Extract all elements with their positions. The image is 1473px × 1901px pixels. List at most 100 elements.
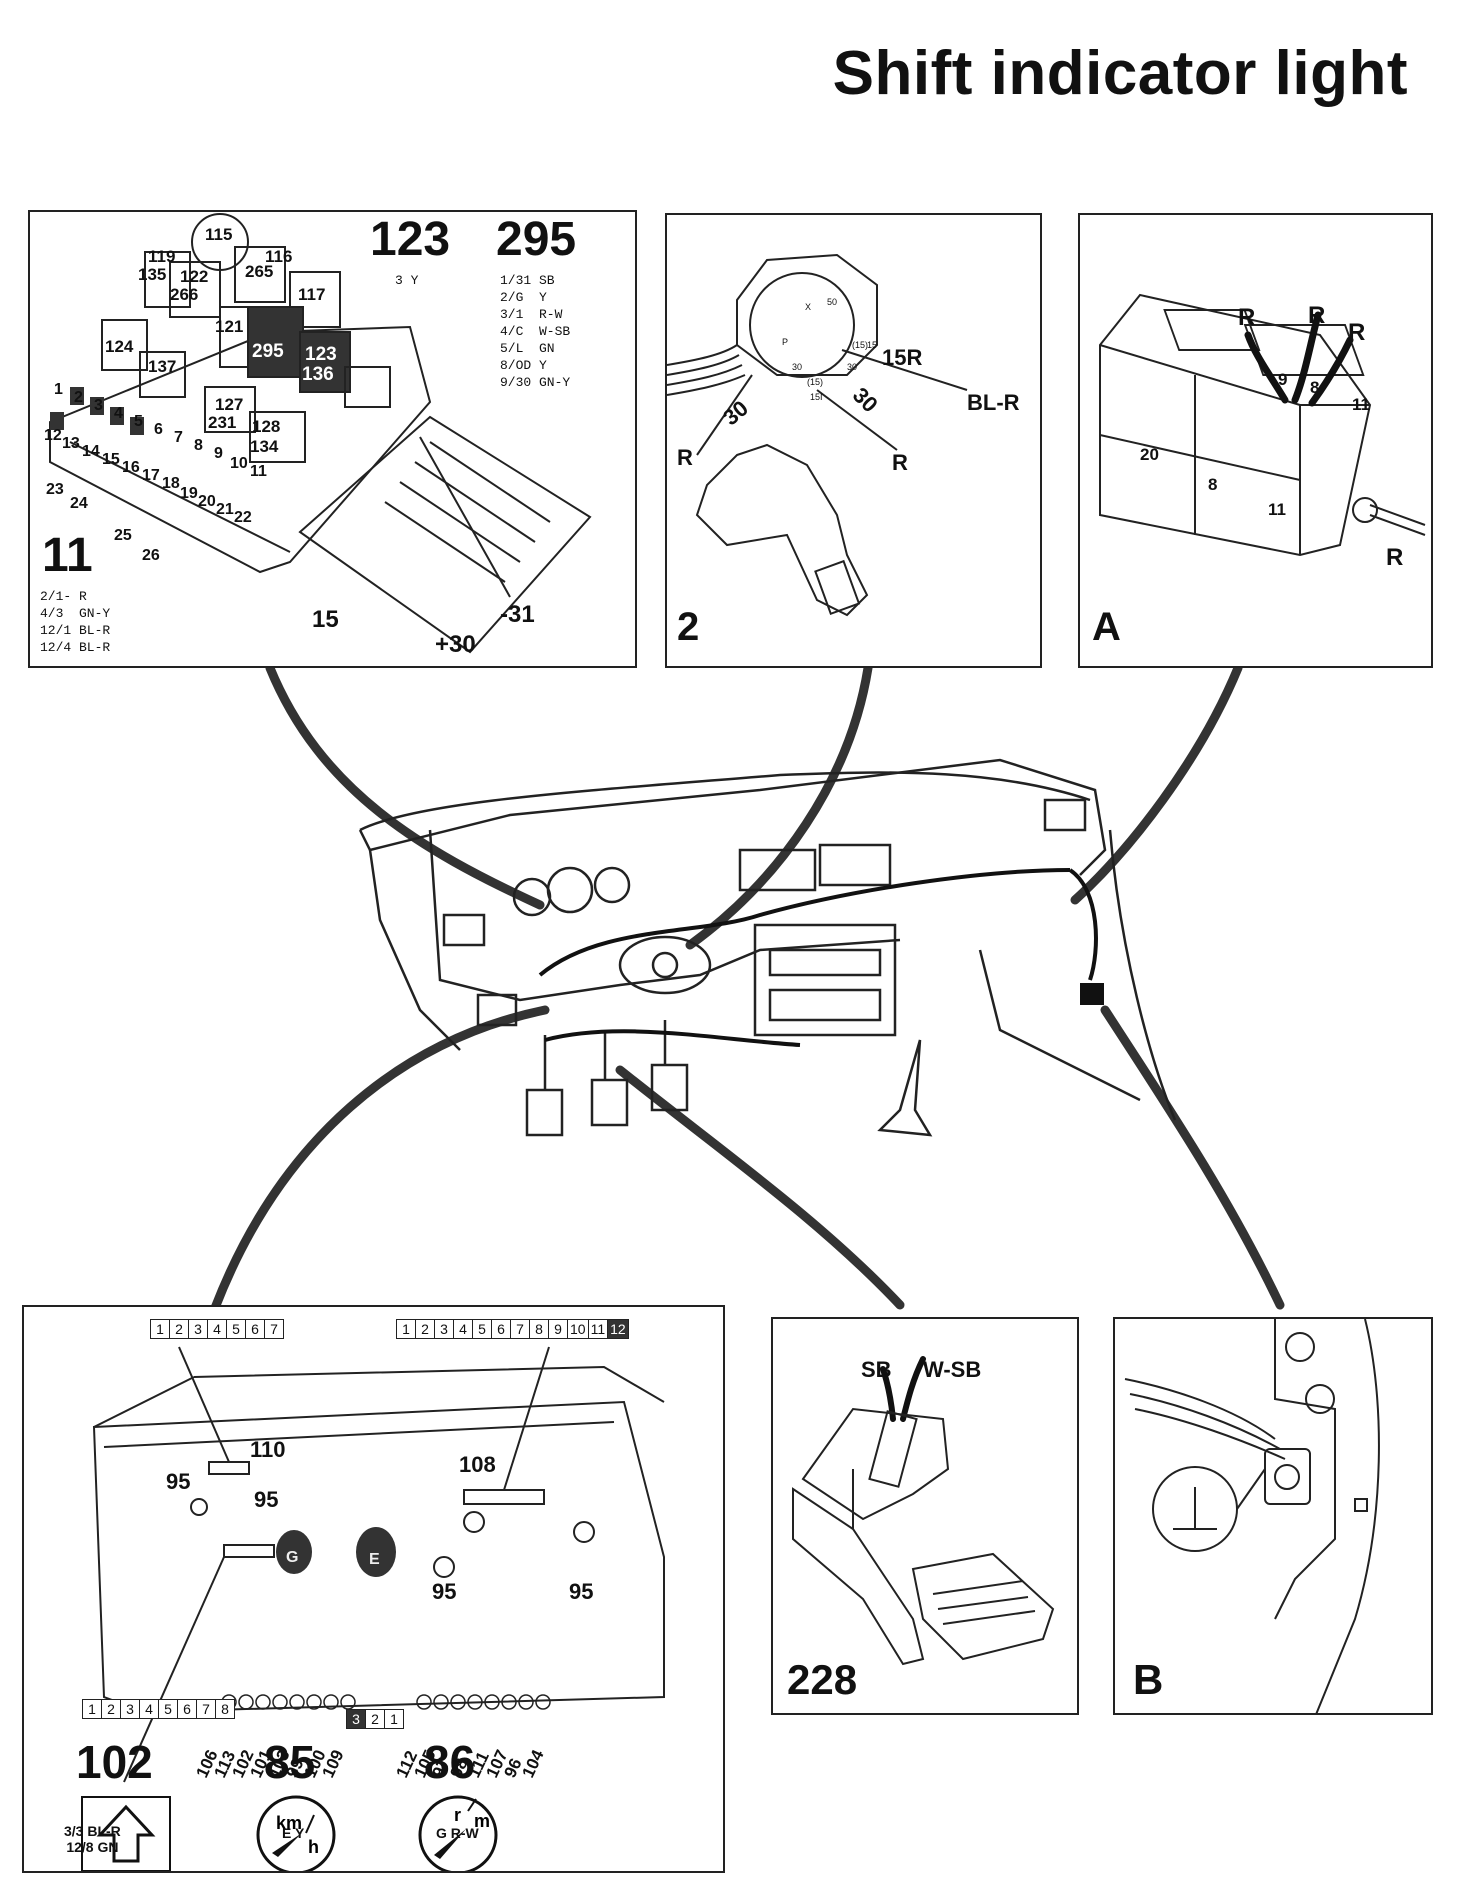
fuse-label: 5 [134,413,143,430]
relay-label: 116 [265,247,292,266]
pin-row-bottom-mid: 3 2 1 [346,1709,404,1729]
switch-pin-label: P [782,337,788,347]
fuse-label: 9 [214,445,223,462]
wire-entry: 12/1 BL-R [40,623,111,638]
fuse-label: 8 [194,437,203,454]
symbol-102-wires-label: 3/3 BL-R 12/8 GN [64,1823,121,1855]
fuse-label: 7 [174,429,183,446]
relay-295-number: 295 [496,213,577,266]
switch-pin-label: 30 [847,362,857,372]
symbol-85-wires-label: E Y [282,1825,305,1841]
tachometer-icon: r m [418,1795,498,1871]
pin-cell: 1 [396,1319,416,1339]
pin-cell: 6 [177,1699,197,1719]
switch-pin-label: (15) [852,340,868,350]
terminal-label: 30 [848,382,883,417]
terminal-label: -31 [500,601,535,628]
terminal-callout: E [369,1551,380,1568]
pin-cell: 2 [101,1699,121,1719]
panel-ignition-switch: X 50 P 30 (15) 15I 30 (15) 15 15R BL-R 3… [665,213,1042,668]
speedometer-unit-bottom: h [308,1837,319,1857]
terminal-callout: 110 [250,1437,286,1462]
relay-label: 136 [302,364,334,385]
fuse-label: 17 [142,467,160,484]
panel-a-letter: A [1092,605,1121,649]
fuse-label: 18 [162,475,180,492]
page-title: Shift indicator light [832,39,1408,108]
ignition-switch-drawing: X 50 P 30 (15) 15I 30 (15) 15 15R BL-R 3… [667,253,1020,617]
symbol-102-number: 102 [76,1736,153,1788]
relay-295-wire-list: 1/31 SB 2/G Y 3/1 R-W 4/C W-SB 5/L GN 8/… [500,272,570,391]
fuse-label: 26 [142,547,160,564]
terminal-callout: 108 [459,1452,496,1477]
relay-label: 124 [105,337,134,356]
panel-brake-switch: SB W-SB 228 [771,1317,1079,1715]
wire-color-label: R [677,445,693,470]
pin-number: 104 [518,1746,547,1780]
wire-entry: 4/C W-SB [500,324,571,339]
fuse-label: 22 [234,509,252,526]
relay-label: 122 [180,267,208,286]
pin-row-top-left: 1 2 3 4 5 6 7 [150,1319,284,1339]
wire-color-label: R [1308,302,1325,329]
fuse-label: 11 [250,463,267,480]
wire-entry: 2/G Y [500,290,547,305]
relay-label: 135 [138,265,166,284]
wire-color-label: SB [861,1357,892,1382]
fuse-label: 3 [94,397,103,414]
wire-entry: 12/4 BL-R [40,640,111,655]
wire-entry: 1/31 SB [500,273,555,288]
pin-label: 11 [1352,395,1370,414]
relay-label: 123 [305,344,337,365]
pin-cell: 11 [587,1319,609,1339]
switch-pin-label: 50 [827,297,837,307]
terminal-label: 30 [718,395,753,430]
terminal-label: +30 [435,631,476,658]
pin-cell: 7 [264,1319,284,1339]
connector-block-drawing: R R R 9 8 11 20 8 11 R [1099,293,1426,571]
terminal-label: 15R [882,345,922,370]
fuse-label: 10 [230,455,248,472]
symbol-86-number: 86 [424,1736,476,1788]
fuse-label: 6 [154,421,163,438]
relay-label: 137 [148,357,176,376]
pin-cell: 8 [215,1699,235,1719]
wire-color-label: R [892,450,908,475]
tachometer-unit-top: r [454,1805,461,1825]
switch-pin-label: 30 [792,362,802,372]
pin-cell: 3 [120,1699,140,1719]
panel-instrument-cluster: 1 2 3 4 5 6 7 1 2 3 4 5 6 7 8 9 10 11 12 [22,1305,725,1873]
pin-cell: 12 [607,1319,629,1339]
ground-point-drawing [1124,1319,1380,1713]
switch-pin-label: 15I [810,392,823,402]
fuse-label: 24 [70,495,88,512]
pin-label: 8 [1310,378,1319,397]
panel-ground-point-b: B [1113,1317,1433,1715]
pin-cell: 1 [82,1699,102,1719]
fuse-label: 15 [102,451,120,468]
wire-entry: 3/1 R-W [500,307,563,322]
fuse-label: 25 [114,527,132,544]
wire-entry: 2/1- R [40,589,87,604]
pin-label: 11 [1268,500,1286,519]
terminal-label: 15 [312,606,339,633]
pin-row-top-right: 1 2 3 4 5 6 7 8 9 10 11 12 [396,1319,629,1339]
pin-cell: 2 [365,1709,385,1729]
pin-cell: 2 [415,1319,435,1339]
relay-label: 115 [205,225,232,244]
pin-cell: 4 [453,1319,473,1339]
fuse-label: 4 [114,405,123,422]
fuse-label: 13 [62,435,80,452]
pin-cell: 9 [548,1319,568,1339]
panel-b-letter: B [1133,1656,1164,1703]
relay-label: 117 [298,285,325,304]
relay-label: 134 [250,437,279,456]
switch-pin-label: (15) [807,377,823,387]
pin-cell: 5 [226,1319,246,1339]
instrument-cluster-drawing: 110 95 95 108 95 95 G E 106 113 102 101 … [92,1346,665,1783]
relay-label: 127 [215,395,243,414]
relay-label: 265 [245,262,273,281]
switch-pin-label: X [805,302,811,312]
speedometer-unit-top: km [276,1813,302,1833]
wire-color-label: BL-R [967,390,1020,415]
